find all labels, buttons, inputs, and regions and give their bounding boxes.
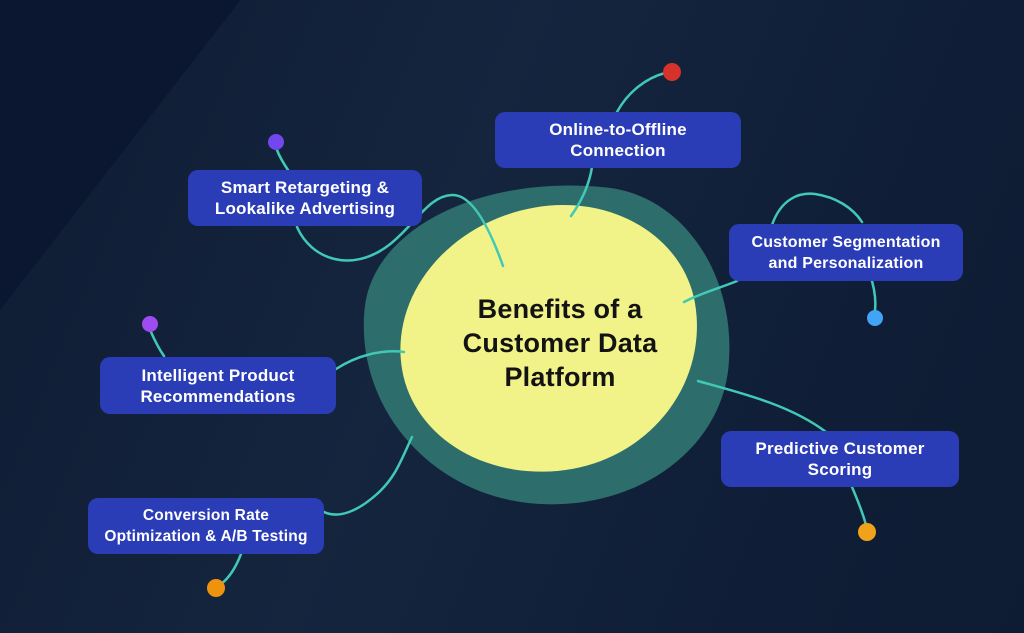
diagram-title-line2: Customer Data xyxy=(462,328,658,358)
connector-segmentation-blob xyxy=(682,279,739,304)
endpoint-dot-red xyxy=(663,63,681,81)
endpoint-dot-blue xyxy=(867,310,883,326)
connector-segmentation-arc xyxy=(770,192,864,227)
connector-online-lower xyxy=(569,165,594,218)
node-online-to-offline-connection: Online-to-Offline Connection xyxy=(495,112,741,168)
connector-conversion-dot xyxy=(219,552,243,586)
node-label-line: Smart Retargeting & xyxy=(220,178,390,197)
node-label-line: and Personalization xyxy=(768,254,924,272)
connector-conversion-blob xyxy=(320,435,414,516)
connector-segmentation-dot xyxy=(870,279,877,313)
node-label-line: Conversion Rate xyxy=(142,507,270,524)
node-label-line: Lookalike Advertising xyxy=(214,199,396,218)
node-label-line: Predictive Customer xyxy=(755,439,925,458)
node-label-line: Connection xyxy=(570,141,666,160)
diagram-title-line3: Platform xyxy=(504,362,616,392)
endpoint-dot-orange xyxy=(207,579,225,597)
node-label-line: Online-to-Offline xyxy=(549,120,687,139)
node-intelligent-product-recommendations: Intelligent Product Recommendations xyxy=(100,357,336,414)
diagram-title-line1: Benefits of a xyxy=(477,294,643,324)
node-label-line: Recommendations xyxy=(140,386,296,406)
connector-intelligent-blob xyxy=(334,350,406,371)
connector-predictive-blob xyxy=(696,379,828,434)
connector-intelligent-dot xyxy=(149,330,166,358)
endpoint-dot-purple xyxy=(268,134,284,150)
node-label-line: Scoring xyxy=(807,460,873,479)
connector-predictive-dot xyxy=(850,485,868,527)
node-label-line: Optimization & A/B Testing xyxy=(104,528,308,545)
node-label-line: Customer Segmentation xyxy=(751,233,941,251)
connector-online-upper xyxy=(615,71,667,114)
node-predictive-customer-scoring: Predictive Customer Scoring xyxy=(721,431,959,487)
node-label-line: Intelligent Product xyxy=(141,365,295,385)
diagram-title: Benefits of a Customer Data Platform xyxy=(415,292,705,394)
node-conversion-rate-optimization: Conversion Rate Optimization & A/B Testi… xyxy=(88,498,324,554)
endpoint-dot-amber xyxy=(858,523,876,541)
node-customer-segmentation: Customer Segmentation and Personalizatio… xyxy=(729,224,963,281)
endpoint-dot-violet xyxy=(142,316,158,332)
connector-smart-dot xyxy=(275,148,290,172)
node-smart-retargeting: Smart Retargeting & Lookalike Advertisin… xyxy=(188,170,422,226)
